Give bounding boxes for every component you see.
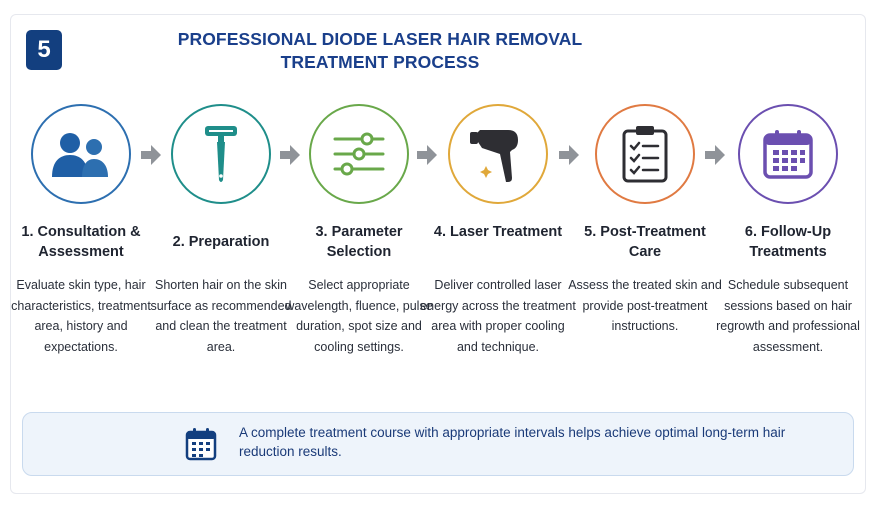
step-title: 6. Follow-Up Treatments — [744, 224, 832, 260]
step-title: 2. Preparation — [172, 234, 270, 250]
step-number-badge: 5 — [26, 30, 62, 70]
arrow-right-icon — [558, 144, 580, 166]
step-description: Shorten hair on the skin surface as reco… — [150, 278, 292, 354]
arrow-right-icon — [140, 144, 162, 166]
users-icon — [31, 104, 131, 204]
arrow-right-icon — [279, 144, 301, 166]
step-description: Deliver controlled laser energy across t… — [420, 278, 576, 354]
step-description: Schedule subsequent sessions based on ha… — [716, 278, 860, 354]
calendar-icon — [185, 427, 217, 461]
arrow-right-icon — [416, 144, 438, 166]
step-description: Assess the treated skin and provide post… — [568, 278, 722, 333]
sliders-icon — [309, 104, 409, 204]
summary-text: A complete treatment course with appropr… — [239, 425, 786, 459]
summary-callout: A complete treatment course with appropr… — [22, 412, 854, 476]
step-title: 5. Post-Treatment Care — [584, 224, 706, 260]
step-description: Evaluate skin type, hair characteristics… — [11, 278, 151, 354]
step-description: Select appropriate wavelength, fluence, … — [285, 278, 433, 354]
arrow-right-icon — [704, 144, 726, 166]
laser-handpiece-icon — [448, 104, 548, 204]
clipboard-checklist-icon — [595, 104, 695, 204]
step-title: 3. Parameter Selection — [315, 224, 403, 260]
step-title: 4. Laser Treatment — [433, 224, 563, 240]
step-title: 1. Consultation & Assessment — [21, 224, 141, 260]
calendar-icon — [738, 104, 838, 204]
razor-icon — [171, 104, 271, 204]
page-title: PROFESSIONAL DIODE LASER HAIR REMOVAL TR… — [177, 29, 583, 72]
